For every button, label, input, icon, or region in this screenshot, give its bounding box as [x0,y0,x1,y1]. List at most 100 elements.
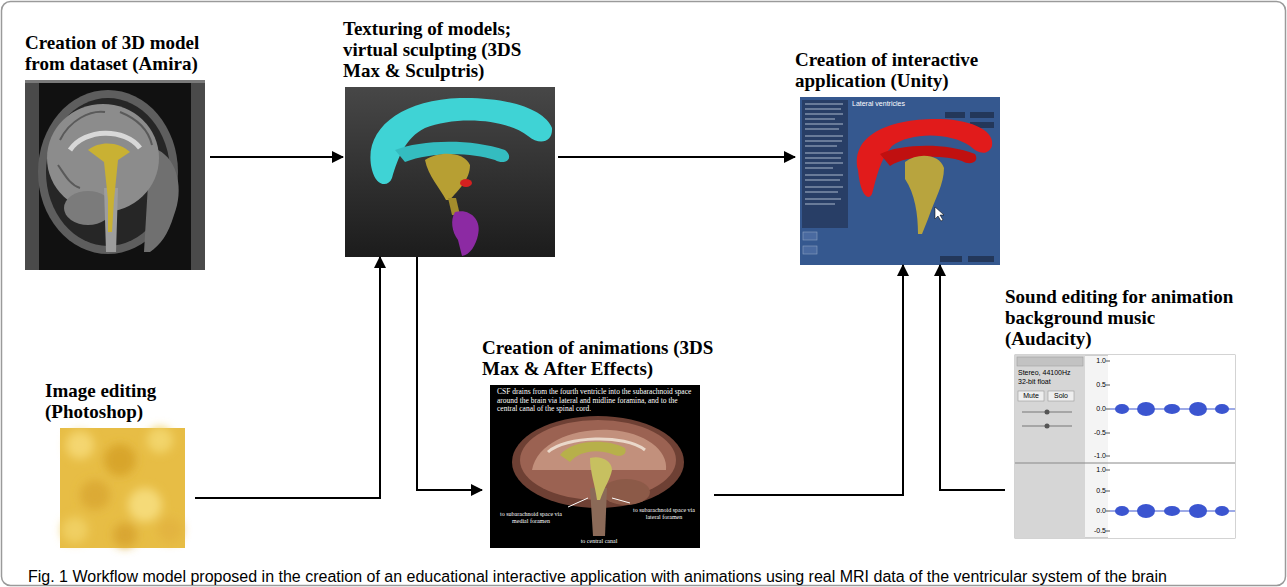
flow-arrow [714,265,903,495]
track-title-bar [1017,357,1083,366]
scan-top-bar [25,80,205,83]
app-ground [800,97,1000,265]
texture-blob [147,427,173,453]
flow-arrow [558,156,795,158]
axis-ticks [1106,361,1110,531]
third-ventricle [590,457,612,500]
foramen-marker [460,179,472,187]
waveform-burst [1215,506,1229,516]
axis-value: -1.0 [1086,452,1106,460]
step-heading: Image editing (Photoshop) [45,380,195,422]
skull [38,90,178,254]
unity-screenshot [800,97,1000,265]
waveform-burst [1115,506,1129,516]
audacity-screenshot [1015,355,1235,538]
flow-label: to central canal [566,538,632,545]
workflow-step: Sound editing for animation background m… [1005,286,1245,538]
texture-mottle [62,427,182,547]
step-heading: Sound editing for animation background m… [1005,286,1245,349]
waveform-burst [1189,402,1207,416]
waveform-baseline [1110,409,1235,511]
third-ventricle [425,154,470,200]
workflow-step: Creation of 3D model from dataset (Amira… [25,32,210,270]
editor-ground [1015,355,1235,538]
track-divider [1015,463,1235,464]
track-panel [1015,355,1085,538]
texture-blob [158,518,182,542]
mute-button [1018,391,1044,401]
step-heading: Creation of interactive application (Uni… [795,49,1010,91]
flow-label: to subarachnoid space via medial foramen [500,511,562,525]
screen-title: Lateral ventricles [852,100,942,108]
track-format: 32-bit float [1018,378,1084,386]
solo-button [1048,391,1074,401]
flow-arrow [210,156,343,158]
step-heading: Creation of animations (3DS Max & After … [482,337,714,379]
texture-blob [62,517,88,543]
animation-ground [490,385,700,548]
workflow-step: Texturing of models; virtual sculpting (… [343,18,558,257]
track-format: Stereo, 44100Hz [1018,369,1084,377]
brain-inner [520,420,676,500]
scan-ground [25,80,205,270]
axis-value: 1.0 [1086,466,1106,474]
viewport-ground [345,87,555,257]
waveform-area [1108,355,1235,538]
app-button [803,246,817,254]
scan-side-bar [25,80,39,270]
app-field [968,256,994,262]
flow-arrow [195,257,380,498]
waveform-burst [1215,404,1229,414]
third-ventricle [905,156,944,234]
axis-value: 0.5 [1086,487,1106,495]
flow-arrow [417,257,482,490]
app-field [970,112,994,118]
app-field [940,256,962,262]
ventricle-segmentation [88,143,130,232]
axis-value: -0.5 [1086,527,1106,535]
axis-value: -0.5 [1086,429,1106,437]
scan-side-bar [191,80,205,270]
workflow-step: Image editing (Photoshop) [45,380,195,548]
workflow-step: Creation of interactive application (Uni… [795,49,1010,265]
texture-swatch [60,427,185,548]
texture-ground [60,428,185,548]
flow-label: to subarachnoid space via lateral forame… [632,507,696,521]
cerebellum [602,479,650,505]
axis-value: 0.5 [1086,381,1106,389]
fourth-ventricle [452,211,479,256]
step-heading: Texturing of models; virtual sculpting (… [343,18,558,81]
slider-knob [1045,410,1050,415]
axis-value: 0.0 [1086,405,1106,413]
texture-blob [104,444,136,476]
side-panel [802,100,848,228]
waveform-burst [1164,404,1180,414]
texture-blob [113,523,137,547]
texture-blob [66,431,94,459]
axis-value: 0.0 [1086,507,1106,515]
animation-frame [490,385,700,548]
slider-knob [1045,424,1050,429]
brain [512,416,684,508]
mouse-cursor [935,207,944,221]
flow-arrow [568,498,630,507]
waveform-burst [1189,504,1207,518]
texture-blob [128,488,162,522]
textured-model [345,87,555,257]
waveform-burst [1137,504,1155,518]
app-button [803,232,817,240]
button-label: Mute [1018,392,1044,400]
panel-text-lines [805,104,843,204]
waveform-burst [1164,506,1180,516]
texture-blob [80,480,110,510]
animation-subtitle: CSF drains from the fourth ventricle int… [497,388,693,414]
app-field [945,112,965,118]
axis-value: 1.0 [1086,357,1106,365]
figure-caption: Fig. 1 Workflow model proposed in the cr… [28,568,1263,585]
waveform-burst [1137,402,1155,416]
flow-arrow [940,265,1005,490]
button-label: Solo [1048,392,1074,400]
